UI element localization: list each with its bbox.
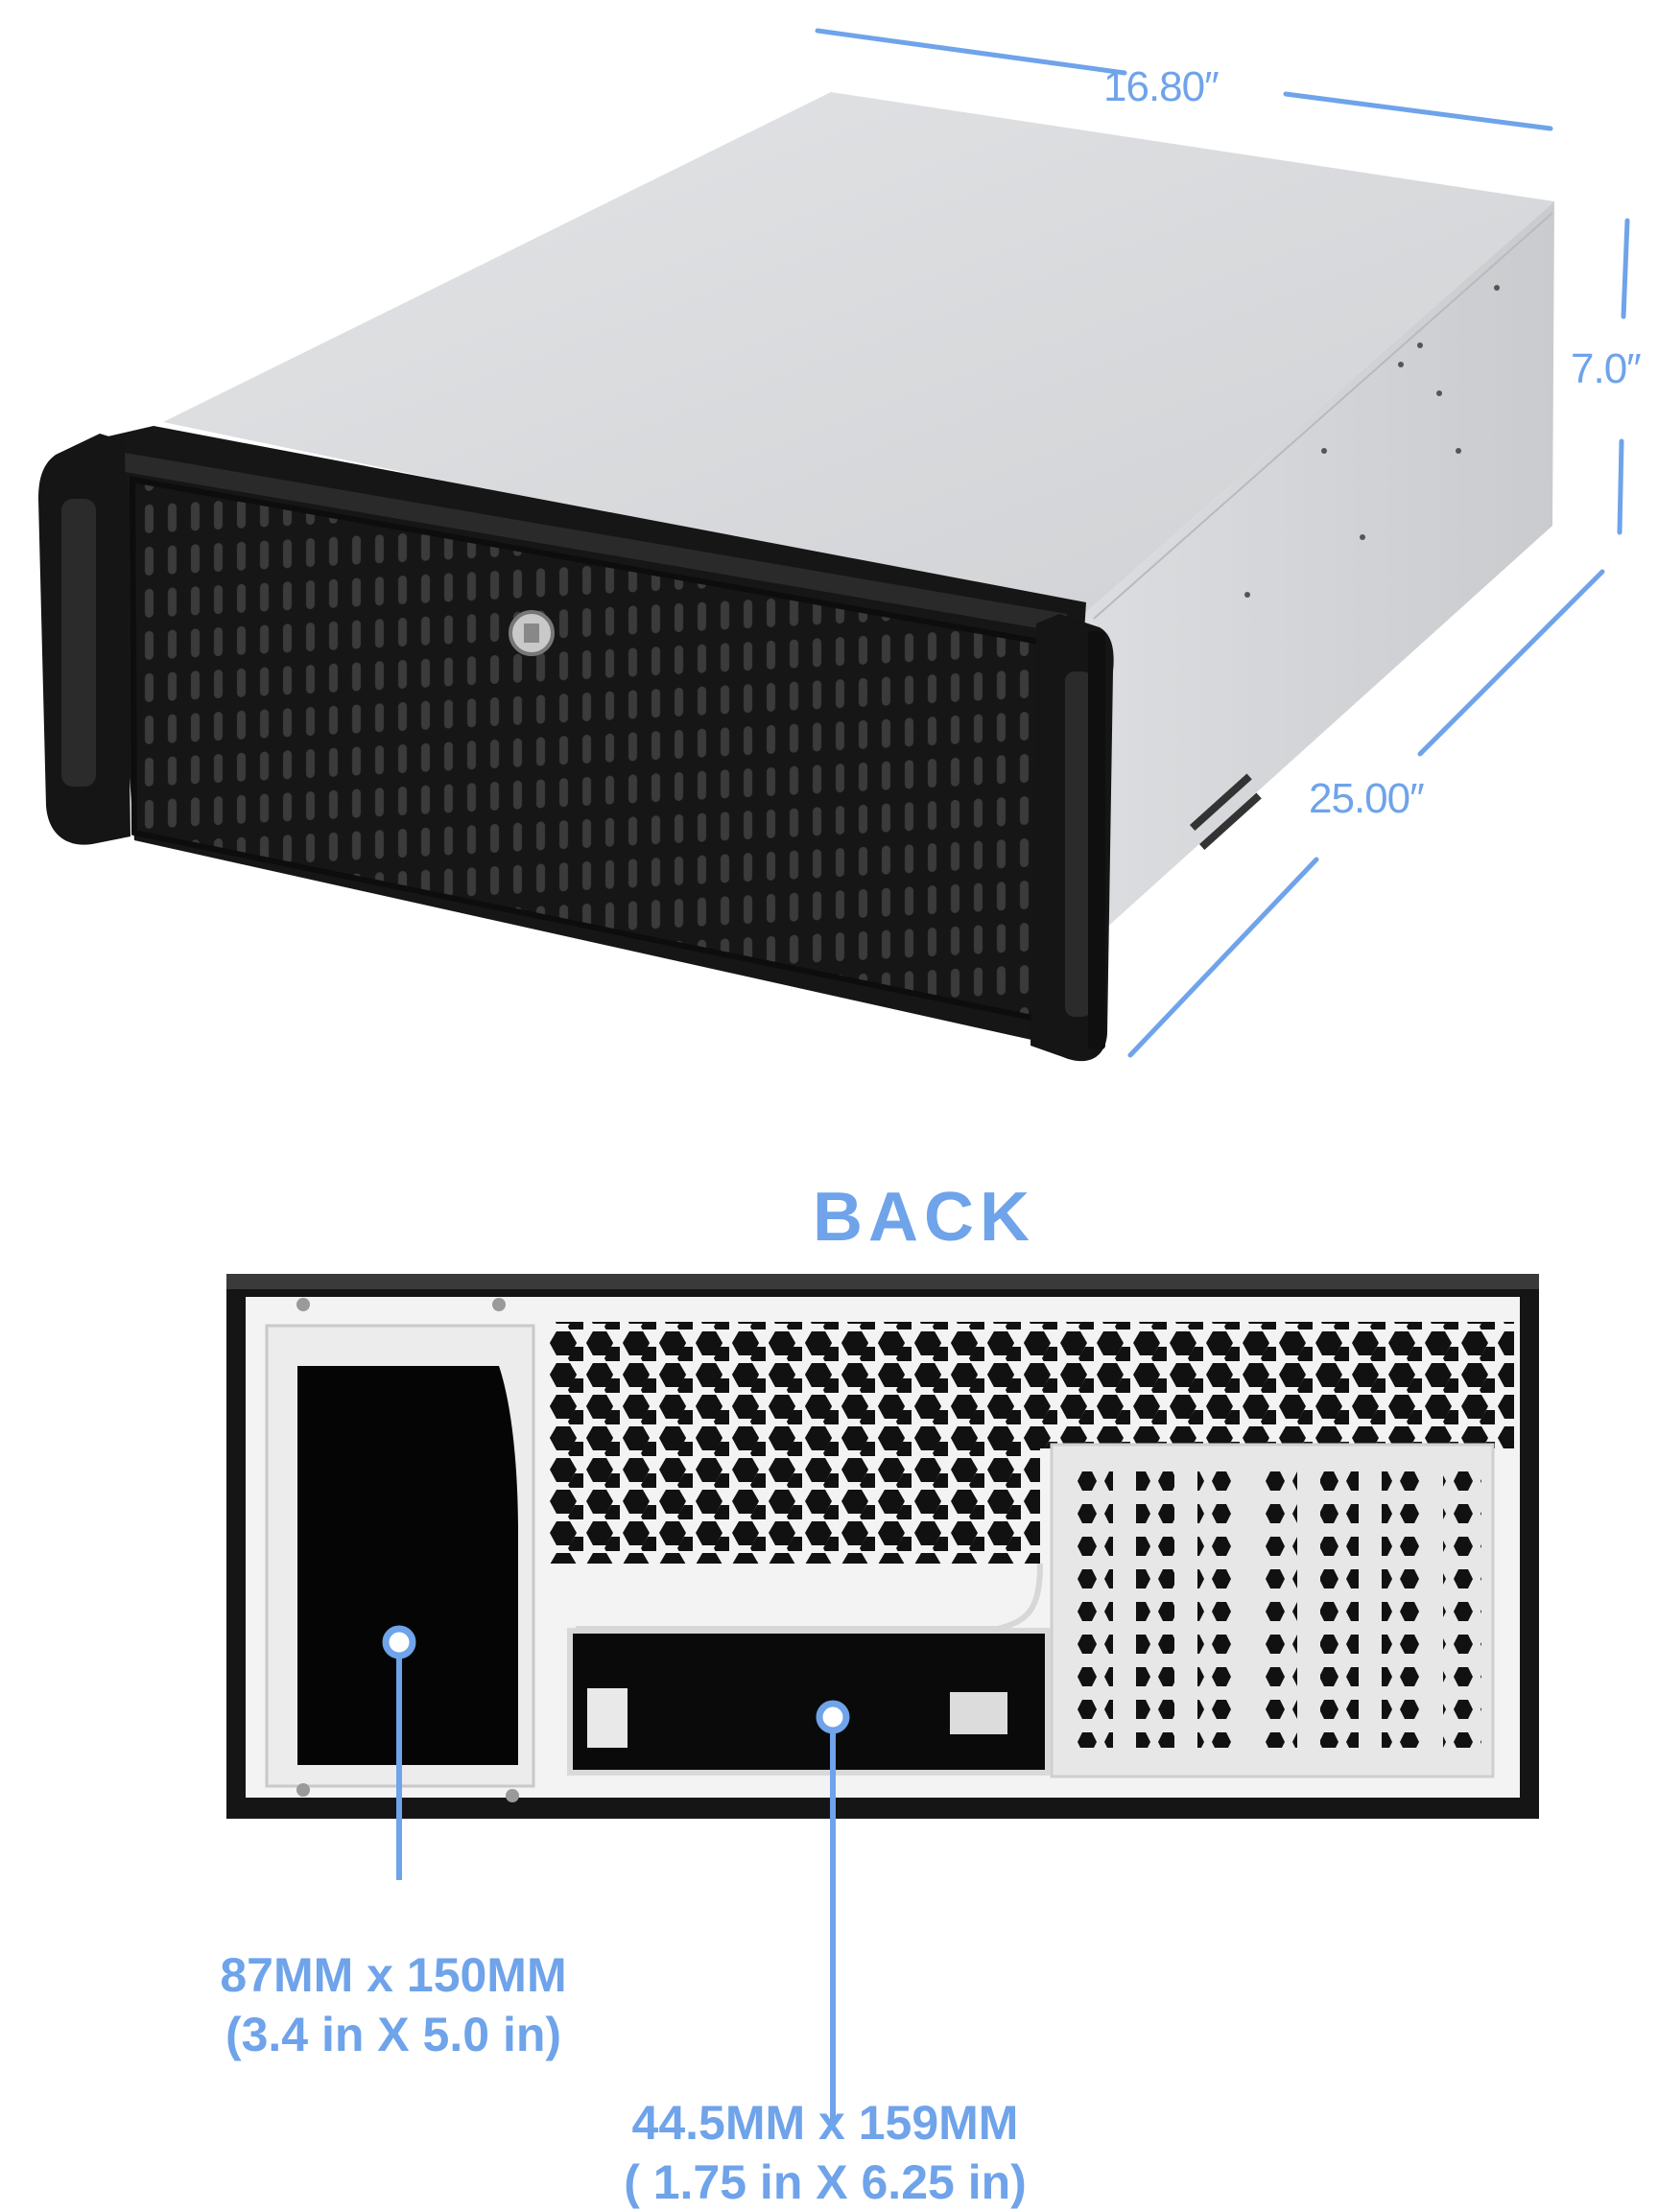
dimension-lines (815, 28, 1630, 1058)
chassis-body (163, 92, 1554, 930)
front-bezel (104, 426, 1086, 1046)
opening-callouts (382, 1625, 850, 2122)
width-dimension-label: 16.80″ (1103, 63, 1220, 110)
height-dimension-label: 7.0″ (1571, 345, 1642, 392)
drive-bay-opening-metric: 44.5MM x 159MM (631, 2096, 1019, 2150)
depth-dimension-label: 25.00″ (1309, 775, 1425, 822)
drive-bay-opening-imperial: ( 1.75 in X 6.25 in) (624, 2155, 1027, 2209)
psu-opening-metric: 87MM x 150MM (220, 1948, 567, 2002)
rack-handles (38, 434, 1114, 1062)
psu-opening-spec: 87MM x 150MM (3.4 in X 5.0 in) (192, 1945, 595, 2064)
back-view-title: BACK (813, 1179, 1035, 1256)
back-panel (226, 1274, 1539, 1819)
psu-opening-imperial: (3.4 in X 5.0 in) (225, 2008, 562, 2061)
drive-bay-opening-spec: 44.5MM x 159MM ( 1.75 in X 6.25 in) (595, 2093, 1055, 2212)
